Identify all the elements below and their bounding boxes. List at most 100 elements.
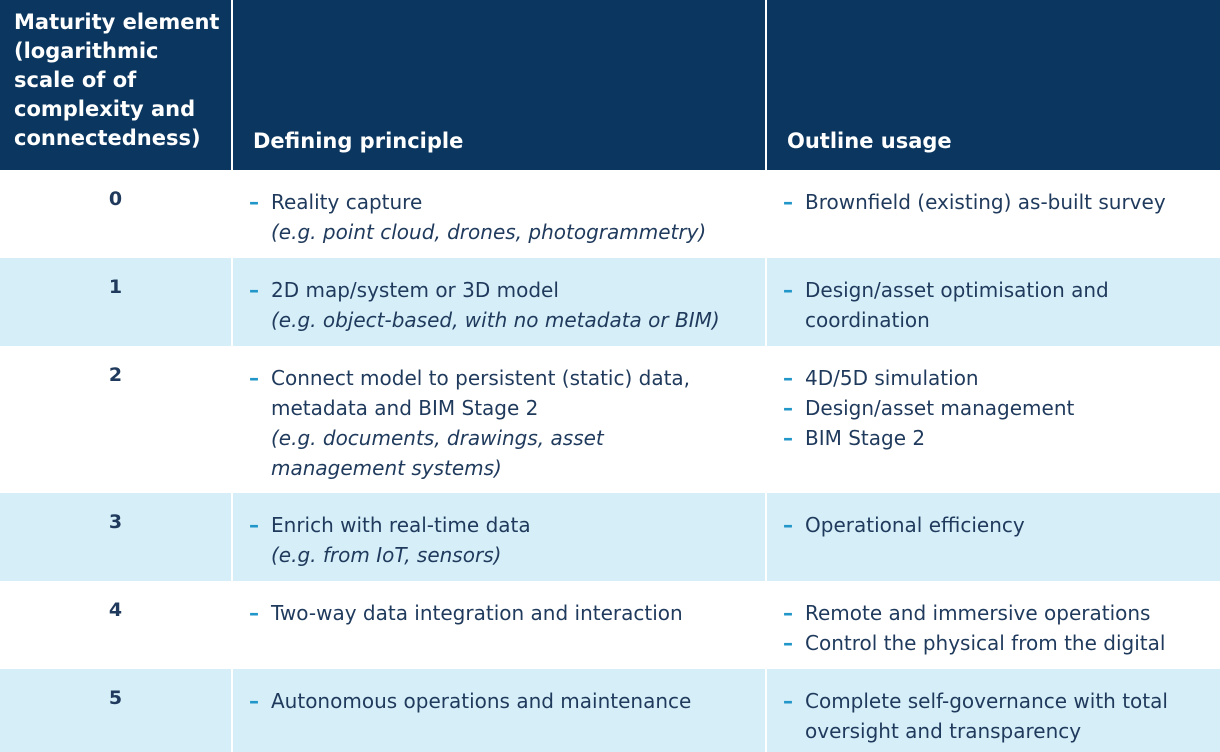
dash-bullet: –	[783, 601, 793, 625]
principle-item: –Autonomous operations and maintenance	[249, 686, 753, 716]
principle-text: Connect model to persistent (static) dat…	[271, 363, 690, 423]
column-divider	[231, 258, 233, 346]
column-divider	[765, 258, 767, 346]
dash-bullet: –	[783, 396, 793, 420]
header-line: Maturity element	[14, 10, 220, 34]
usage-line: Design/asset optimisation and	[805, 278, 1109, 302]
column-divider	[765, 669, 767, 752]
table-row: 5–Autonomous operations and maintenance–…	[0, 669, 1220, 752]
table-row: 2–Connect model to persistent (static) d…	[0, 346, 1220, 493]
column-divider	[765, 346, 767, 493]
principle-line: Reality capture	[271, 190, 423, 214]
usage-cell: –Remote and immersive operations–Control…	[767, 581, 1220, 669]
dash-bullet: –	[783, 689, 793, 713]
header-maturity-element-label: Maturity element (logarithmic scale of o…	[14, 8, 231, 153]
principle-item: –Enrich with real-time data	[249, 510, 753, 540]
header-line: connectedness)	[14, 126, 201, 150]
usage-text: 4D/5D simulation	[805, 363, 979, 393]
column-divider	[765, 581, 767, 669]
principle-item: –Connect model to persistent (static) da…	[249, 363, 753, 423]
principle-line: 2D map/system or 3D model	[271, 278, 559, 302]
dash-bullet: –	[249, 366, 259, 390]
dash-bullet: –	[783, 426, 793, 450]
principle-text: 2D map/system or 3D model	[271, 275, 559, 305]
usage-text: BIM Stage 2	[805, 423, 925, 453]
usage-text: Operational efficiency	[805, 510, 1025, 540]
usage-item: –4D/5D simulation	[783, 363, 1208, 393]
principle-example-line: (e.g. documents, drawings, asset	[271, 426, 604, 450]
usage-line: coordination	[805, 308, 930, 332]
usage-item: –Remote and immersive operations	[783, 598, 1208, 628]
dash-bullet: –	[249, 513, 259, 537]
principle-cell: –Autonomous operations and maintenance	[233, 669, 765, 752]
column-divider	[231, 493, 233, 581]
usage-line: Operational efficiency	[805, 513, 1025, 537]
usage-cell: –4D/5D simulation–Design/asset managemen…	[767, 346, 1220, 493]
maturity-level: 1	[108, 276, 123, 298]
principle-text: Reality capture	[271, 187, 422, 217]
usage-line: Design/asset management	[805, 396, 1075, 420]
usage-line: Remote and immersive operations	[805, 601, 1151, 625]
maturity-level: 0	[108, 188, 123, 210]
header-outline-usage-label: Outline usage	[787, 129, 952, 153]
usage-cell: –Operational efficiency	[767, 493, 1220, 581]
usage-item: –Design/asset optimisation and coordinati…	[783, 275, 1208, 335]
principle-text: Two-way data integration and interaction	[271, 598, 683, 628]
dash-bullet: –	[249, 601, 259, 625]
principle-item: –Two-way data integration and interactio…	[249, 598, 753, 628]
principle-cell: –Reality capture (e.g. point cloud, drone…	[233, 170, 765, 258]
principle-text: Autonomous operations and maintenance	[271, 686, 691, 716]
principle-item: –Reality capture	[249, 187, 753, 217]
principle-line: metadata and BIM Stage 2	[271, 396, 539, 420]
dash-bullet: –	[249, 689, 259, 713]
maturity-level: 2	[108, 364, 123, 386]
dash-bullet: –	[249, 278, 259, 302]
principle-cell: –Connect model to persistent (static) da…	[233, 346, 765, 493]
principle-text: Enrich with real-time data	[271, 510, 531, 540]
column-divider	[231, 170, 233, 258]
column-divider	[765, 0, 767, 170]
dash-bullet: –	[783, 513, 793, 537]
principle-example-line: (e.g. point cloud, drones, photogrammetr…	[271, 220, 707, 244]
principle-example-line: (e.g. from IoT, sensors)	[271, 543, 502, 567]
usage-line: Complete self-governance with total	[805, 689, 1168, 713]
usage-item: –Design/asset management	[783, 393, 1208, 423]
column-divider	[765, 170, 767, 258]
usage-line: Control the physical from the digital	[805, 631, 1166, 655]
dash-bullet: –	[249, 190, 259, 214]
usage-line: 4D/5D simulation	[805, 366, 979, 390]
dash-bullet: –	[783, 631, 793, 655]
header-line: scale of of	[14, 68, 137, 92]
column-divider	[765, 493, 767, 581]
header-outline-usage: Outline usage	[767, 0, 1220, 170]
usage-item: –Brownfield (existing) as-built survey	[783, 187, 1208, 217]
maturity-table: Maturity element (logarithmic scale of o…	[0, 0, 1220, 170]
principle-line: Autonomous operations and maintenance	[271, 689, 692, 713]
maturity-level: 3	[108, 511, 123, 533]
dash-bullet: –	[783, 190, 793, 214]
header-line: complexity and	[14, 97, 196, 121]
usage-text: Brownfield (existing) as-built survey	[805, 187, 1166, 217]
usage-text: Design/asset management	[805, 393, 1074, 423]
principle-cell: –2D map/system or 3D model(e.g. object-b…	[233, 258, 765, 346]
table-row: 4–Two-way data integration and interacti…	[0, 581, 1220, 669]
principle-example-line: management systems)	[271, 456, 502, 480]
dash-bullet: –	[783, 278, 793, 302]
usage-cell: –Brownfield (existing) as-built survey	[767, 170, 1220, 258]
table-row: 3–Enrich with real-time data(e.g. from I…	[0, 493, 1220, 581]
table-row: 0–Reality capture(e.g. point cloud, dron…	[0, 170, 1220, 258]
column-divider	[231, 669, 233, 752]
usage-item: –Operational efficiency	[783, 510, 1208, 540]
principle-cell: –Two-way data integration and interactio…	[233, 581, 765, 669]
column-divider	[231, 346, 233, 493]
principle-line: Connect model to persistent (static) dat…	[271, 366, 691, 390]
maturity-level: 4	[108, 599, 123, 621]
column-divider	[231, 581, 233, 669]
usage-text: Design/asset optimisation and coordinatio…	[805, 275, 1109, 335]
table-row: 1 –2D map/system or 3D model(e.g. object-…	[0, 258, 1220, 346]
header-line: (logarithmic	[14, 39, 159, 63]
principle-line: Enrich with real-time data	[271, 513, 531, 537]
principle-line: Two-way data integration and interaction	[271, 601, 683, 625]
